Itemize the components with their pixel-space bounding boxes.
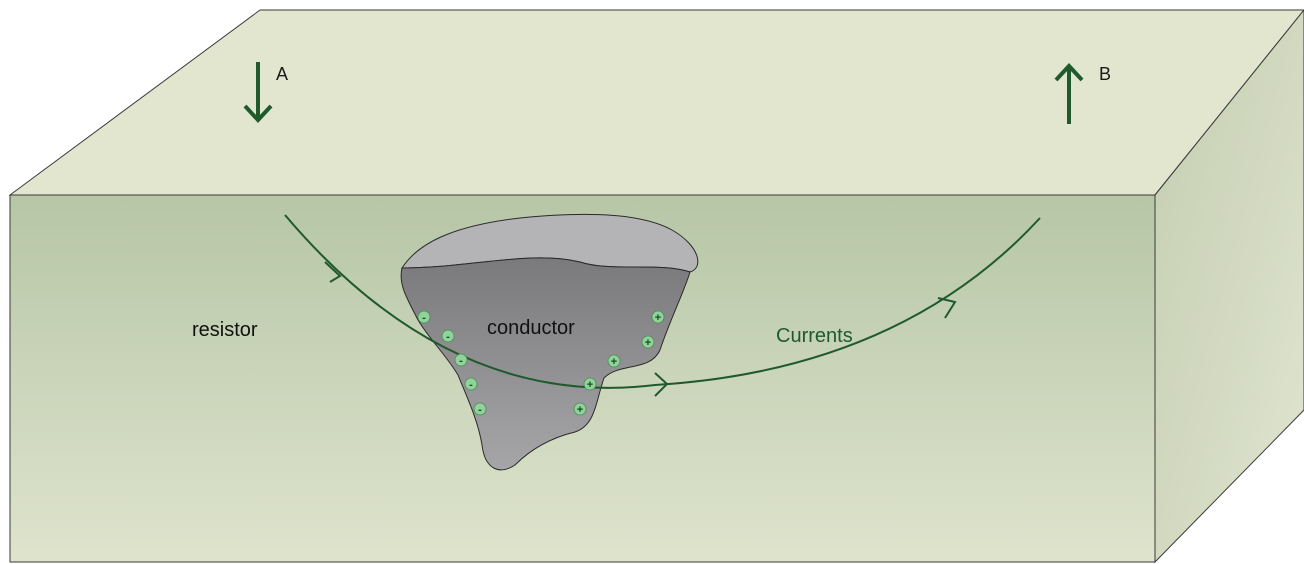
negative-charge: - [473,402,487,416]
resistor-label: resistor [192,319,258,341]
conductor-label: conductor [487,317,575,339]
currents-label: Currents [776,325,853,347]
negative-charge: - [464,377,478,391]
conductor-front-surface [400,257,691,471]
svg-text:-: - [459,355,463,367]
electrode-a-label: A [276,64,288,84]
positive-charge: + [607,354,621,368]
current-flow [284,214,1041,397]
svg-text:-: - [422,312,426,324]
positive-charge: + [651,310,665,324]
negative-charge: - [454,353,468,367]
current-arrowhead [654,372,669,397]
negative-charge: - [417,310,431,324]
current-line [284,214,1041,389]
block-top-face [8,9,1304,196]
electrode-b-arrow [1054,63,1084,124]
electrode-a-arrow [243,62,273,123]
positive-charge: + [573,402,587,416]
svg-text:+: + [645,337,651,349]
svg-text:+: + [587,379,593,391]
positive-charges: + + + + + [573,310,665,416]
positive-charge: + [583,377,597,391]
current-arrowhead [324,261,342,283]
positive-charge: + [641,335,655,349]
electrode-b-label: B [1099,64,1111,84]
svg-text:-: - [478,404,482,416]
current-arrowhead [937,297,957,319]
svg-text:+: + [655,312,661,324]
negative-charge: - [441,329,455,343]
svg-text:+: + [611,356,617,368]
negative-charges: - - - - - [417,310,487,416]
conductor-body [400,213,699,471]
svg-text:+: + [577,404,583,416]
svg-text:-: - [446,331,450,343]
svg-text:-: - [469,379,473,391]
